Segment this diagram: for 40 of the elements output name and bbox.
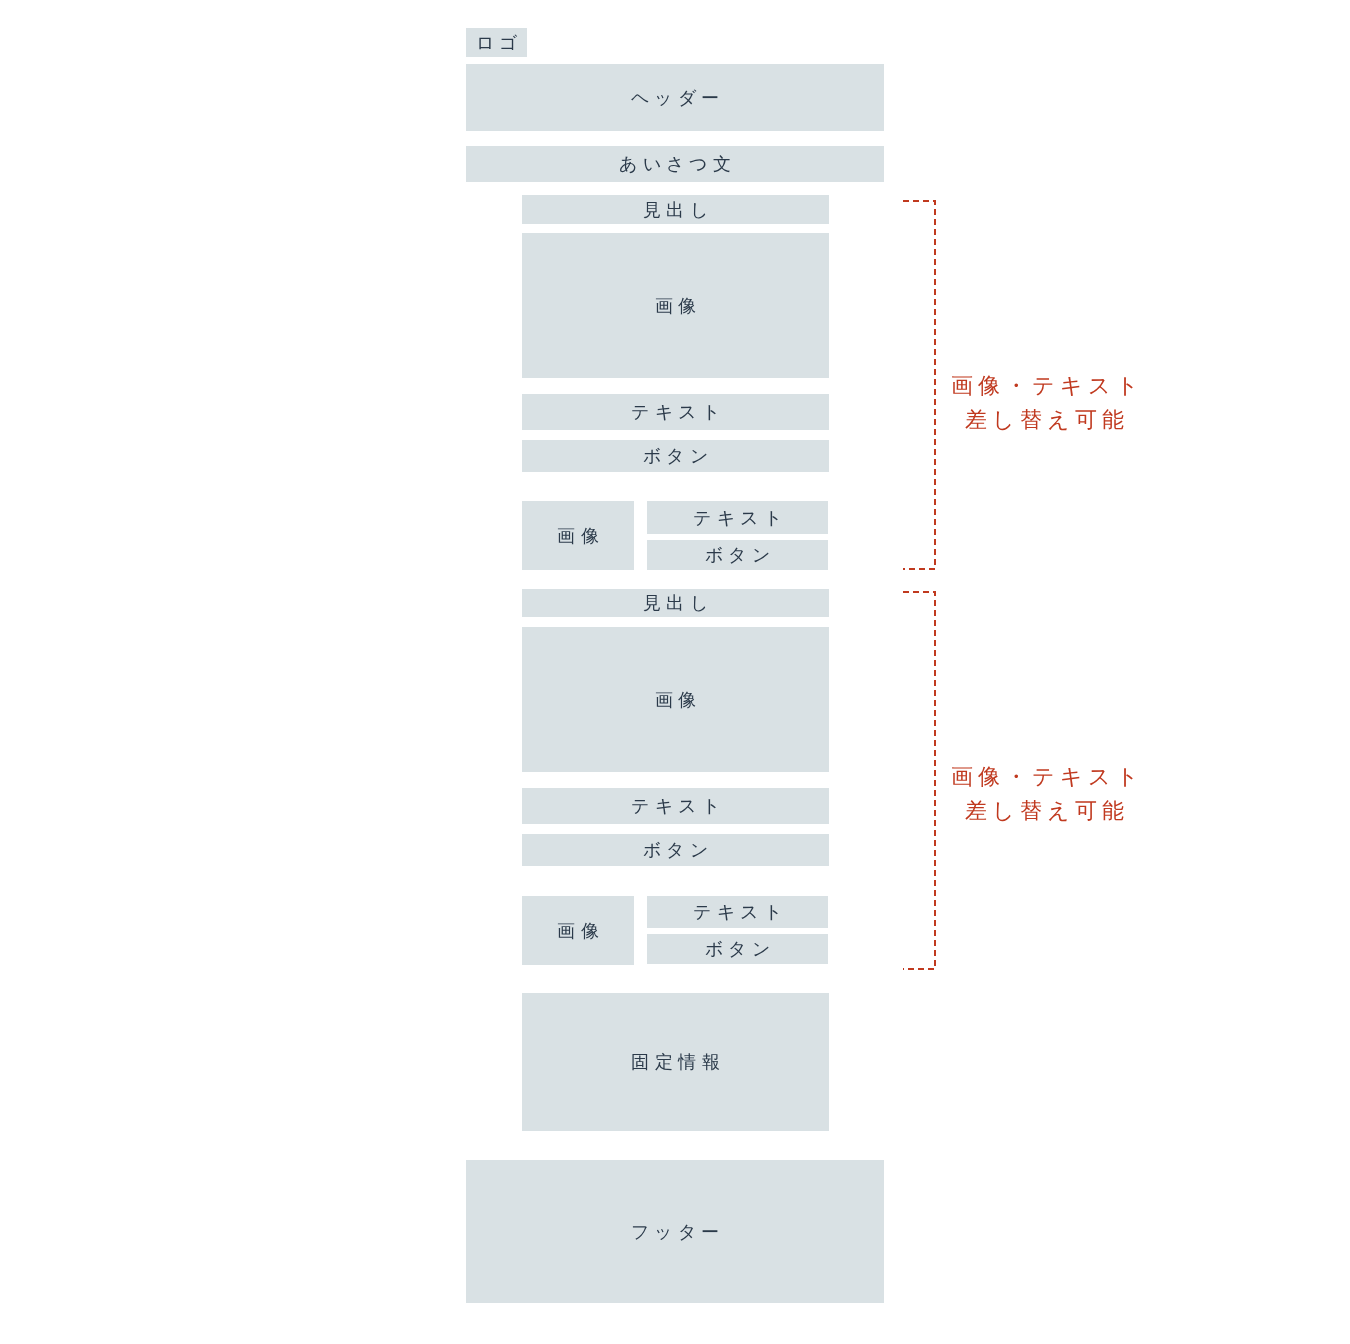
wireframe-block xyxy=(522,627,829,772)
block-label: テキスト xyxy=(630,794,725,818)
wireframe-block xyxy=(522,195,829,224)
block-label: 見出し xyxy=(642,197,714,222)
wireframe-block xyxy=(522,896,634,965)
block-label: ヘッダー xyxy=(629,85,725,110)
wireframe-block xyxy=(522,233,829,378)
annotation-note: 画像・テキスト差し替え可能 xyxy=(949,372,1145,434)
block-label: テキスト xyxy=(630,400,725,424)
wireframe-block xyxy=(466,146,884,182)
wireframe-block xyxy=(466,28,527,57)
wireframe-block xyxy=(522,834,829,866)
block-label: ボタン xyxy=(704,937,776,961)
wireframe-block xyxy=(522,440,829,472)
wireframe-block xyxy=(522,993,829,1131)
block-label: テキスト xyxy=(692,505,787,530)
wireframe-block xyxy=(466,1160,884,1303)
wireframe-block xyxy=(522,589,829,617)
wireframe-block xyxy=(522,501,634,570)
block-label: フッター xyxy=(629,1219,725,1244)
block-label: テキスト xyxy=(692,900,787,924)
block-label: あいさつ文 xyxy=(618,152,737,176)
block-label: 画像 xyxy=(653,293,702,318)
block-label: 固定情報 xyxy=(630,1050,725,1074)
wireframe-block xyxy=(647,501,828,534)
wireframe-block xyxy=(522,788,829,824)
block-label: ロゴ xyxy=(474,30,523,55)
wireframe-block xyxy=(647,934,828,964)
block-label: 画像 xyxy=(556,523,605,548)
annotation-note: 画像・テキスト差し替え可能 xyxy=(949,763,1145,825)
block-label: ボタン xyxy=(704,543,776,567)
block-label: ボタン xyxy=(642,838,714,862)
wireframe-block xyxy=(647,540,828,570)
block-label: 画像 xyxy=(556,918,605,943)
wireframe-block xyxy=(466,64,884,131)
wireframe-block xyxy=(522,394,829,430)
wireframe-block xyxy=(647,896,828,928)
block-label: ボタン xyxy=(642,444,714,468)
block-label: 画像 xyxy=(653,687,702,712)
block-label: 見出し xyxy=(642,591,714,615)
